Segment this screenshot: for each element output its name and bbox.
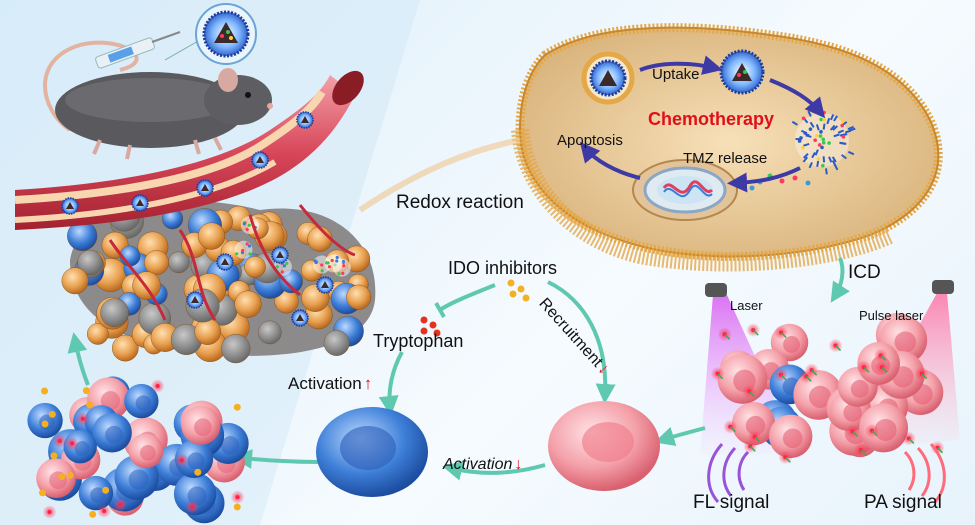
- label-activation-left: Activation↑: [288, 374, 373, 393]
- label-apoptosis: Apoptosis: [557, 132, 623, 149]
- ido-inhibitor-molecules: [507, 279, 530, 302]
- internalized-liposome: [719, 49, 765, 95]
- label-fl-signal: FL signal: [693, 492, 770, 513]
- label-pulse-laser: Pulse laser: [859, 308, 924, 323]
- attacked-tumor-cluster: [27, 376, 249, 524]
- icd-arrow: [830, 257, 850, 303]
- label-pa-signal: PA signal: [864, 492, 942, 513]
- fl-signal-waves: [707, 443, 750, 503]
- label-activation-bottom: Activation↓: [443, 456, 523, 473]
- label-tmz-release: TMZ release: [683, 150, 768, 167]
- label-redox-reaction: Redox reaction: [396, 192, 524, 213]
- redox-link: [358, 137, 521, 213]
- nucleus: [632, 159, 738, 221]
- cycle-arrows: [67, 280, 706, 481]
- syringe: [95, 31, 181, 69]
- pa-signal-waves: [903, 443, 946, 503]
- nanoparticle-zoom: [164, 3, 257, 65]
- uptake-liposome: [581, 51, 635, 105]
- icd-tumor-cluster: [710, 312, 945, 465]
- disassembled-liposome: [791, 110, 856, 175]
- mouse: [43, 40, 273, 160]
- vessel-nanoparticles: [61, 111, 334, 327]
- label-tryptophan: Tryptophan: [373, 331, 464, 351]
- t-cell-blue: [316, 407, 428, 497]
- cell-pathway-arrows: [579, 55, 826, 193]
- label-chemotherapy: Chemotherapy: [648, 109, 775, 129]
- label-ido-inhibitors: IDO inhibitors: [448, 258, 558, 278]
- label-icd: ICD: [848, 262, 881, 283]
- t-cell-pink: [548, 401, 660, 491]
- label-laser: Laser: [730, 298, 763, 313]
- tryptophan-molecules: [420, 316, 441, 337]
- capillaries: [108, 204, 356, 321]
- label-uptake: Uptake: [652, 66, 700, 83]
